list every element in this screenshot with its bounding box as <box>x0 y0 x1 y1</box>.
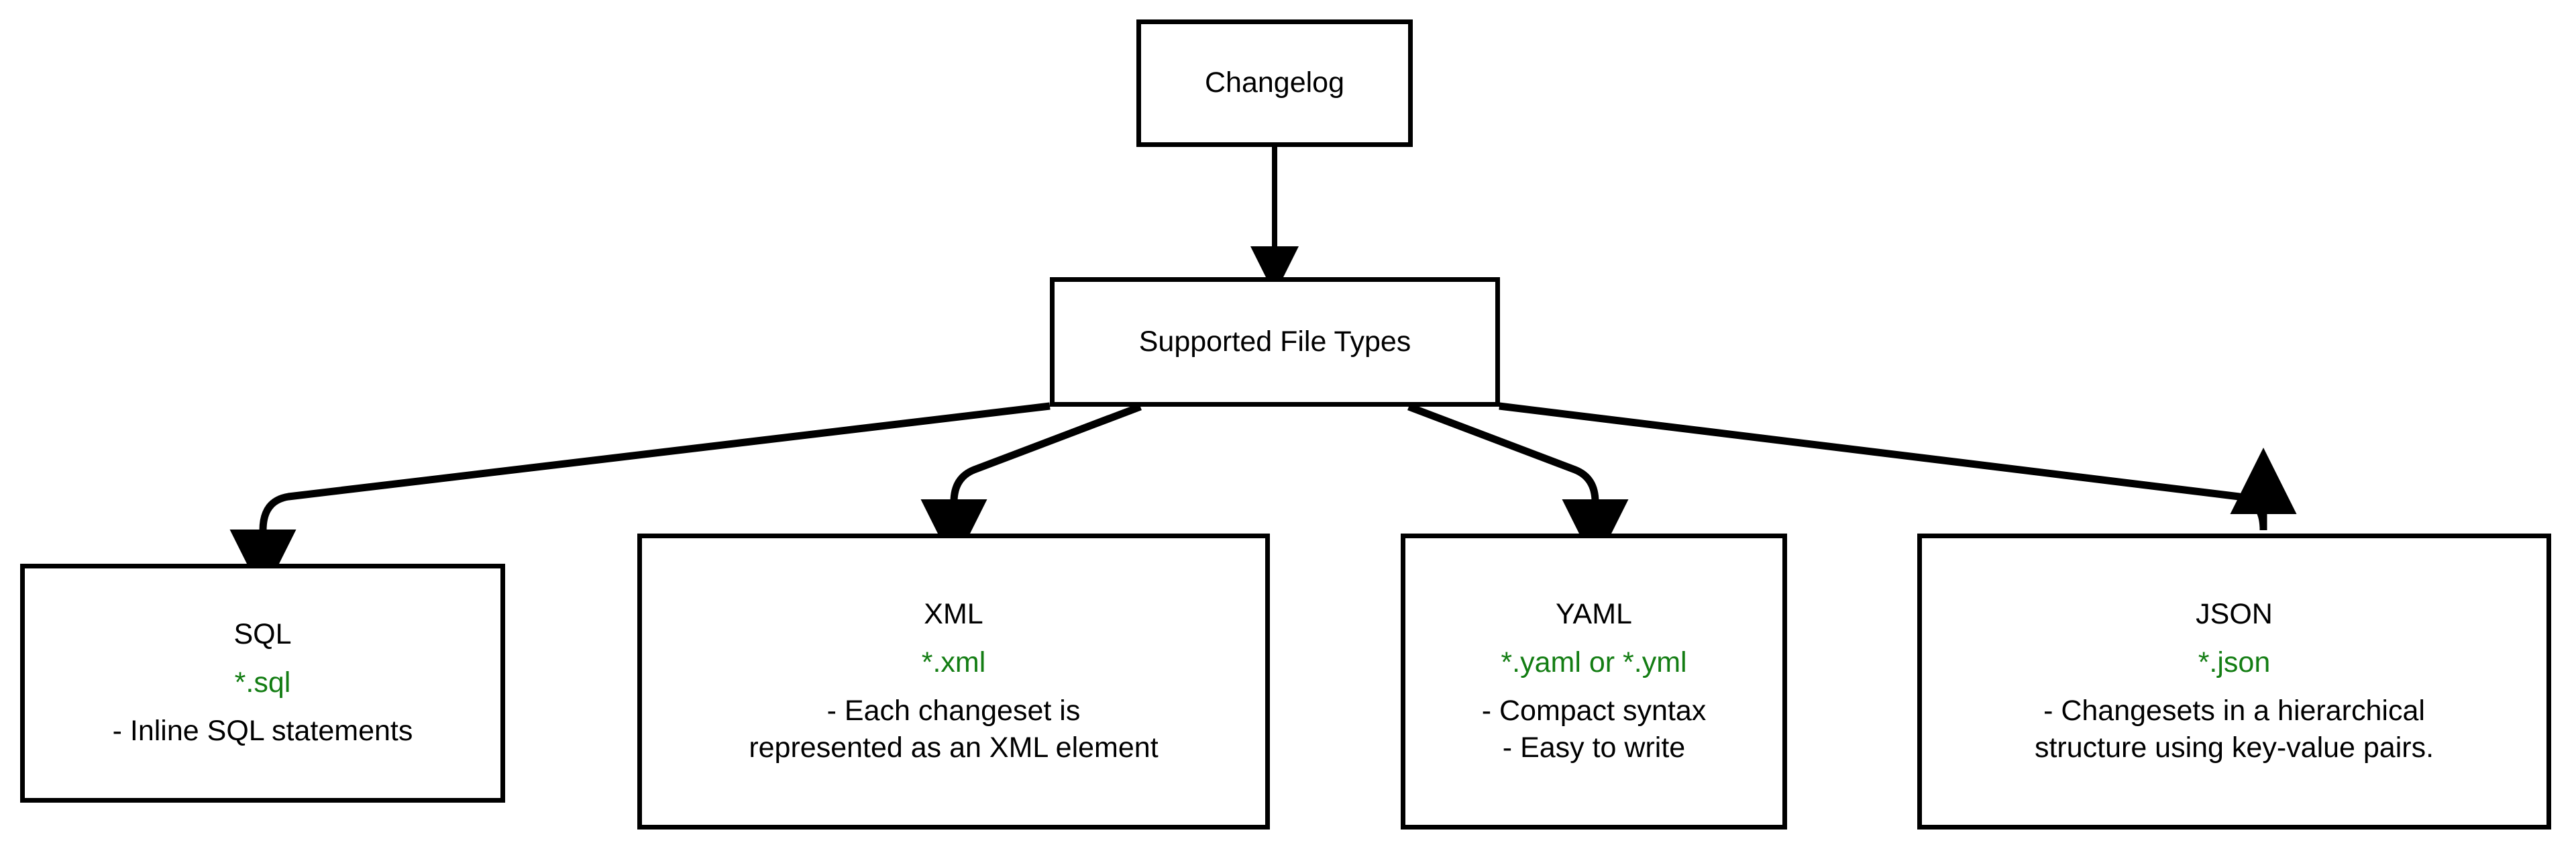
description-line: - Compact syntax <box>1481 694 1707 727</box>
description-line: represented as an XML element <box>749 732 1159 764</box>
node-changelog[interactable]: Changelog <box>1136 19 1413 147</box>
description-line: structure using key-value pairs. <box>2034 732 2434 764</box>
node-json[interactable]: JSON *.json - Changesets in a hierarchic… <box>1917 534 2551 830</box>
node-yaml[interactable]: YAML *.yaml or *.yml - Compact syntax - E… <box>1401 534 1787 830</box>
node-supported-file-types[interactable]: Supported File Types <box>1050 277 1500 407</box>
node-json-title: JSON <box>2196 597 2273 630</box>
edge-supported-to-sql <box>229 402 1051 596</box>
node-yaml-title: YAML <box>1556 597 1632 630</box>
node-xml-title: XML <box>924 597 983 630</box>
node-xml-extension: *.xml <box>921 646 986 679</box>
edge-supported-to-json <box>1499 402 2297 531</box>
description-line: - Inline SQL statements <box>112 714 413 747</box>
node-sql-description: - Inline SQL statements <box>113 713 413 750</box>
node-sql-title: SQL <box>233 618 292 651</box>
edge-supported-to-yaml <box>1407 403 1629 566</box>
description-line: - Each changeset is <box>826 694 1081 727</box>
node-changelog-label: Changelog <box>1204 66 1344 99</box>
edge-supported-to-xml <box>920 403 1142 566</box>
node-supported-file-types-label: Supported File Types <box>1138 325 1411 358</box>
node-sql[interactable]: SQL *.sql - Inline SQL statements <box>20 564 505 803</box>
node-json-description: - Changesets in a hierarchical structure … <box>2035 693 2434 768</box>
description-line: - Changesets in a hierarchical <box>2043 694 2425 727</box>
node-json-extension: *.json <box>2198 646 2271 679</box>
node-yaml-extension: *.yaml or *.yml <box>1501 646 1687 679</box>
node-xml-description: - Each changeset is represented as an XML… <box>749 693 1158 768</box>
node-sql-extension: *.sql <box>234 666 291 699</box>
node-yaml-description: - Compact syntax - Easy to write <box>1482 693 1707 768</box>
node-xml[interactable]: XML *.xml - Each changeset is represented… <box>637 534 1270 830</box>
description-line: - Easy to write <box>1502 732 1686 764</box>
